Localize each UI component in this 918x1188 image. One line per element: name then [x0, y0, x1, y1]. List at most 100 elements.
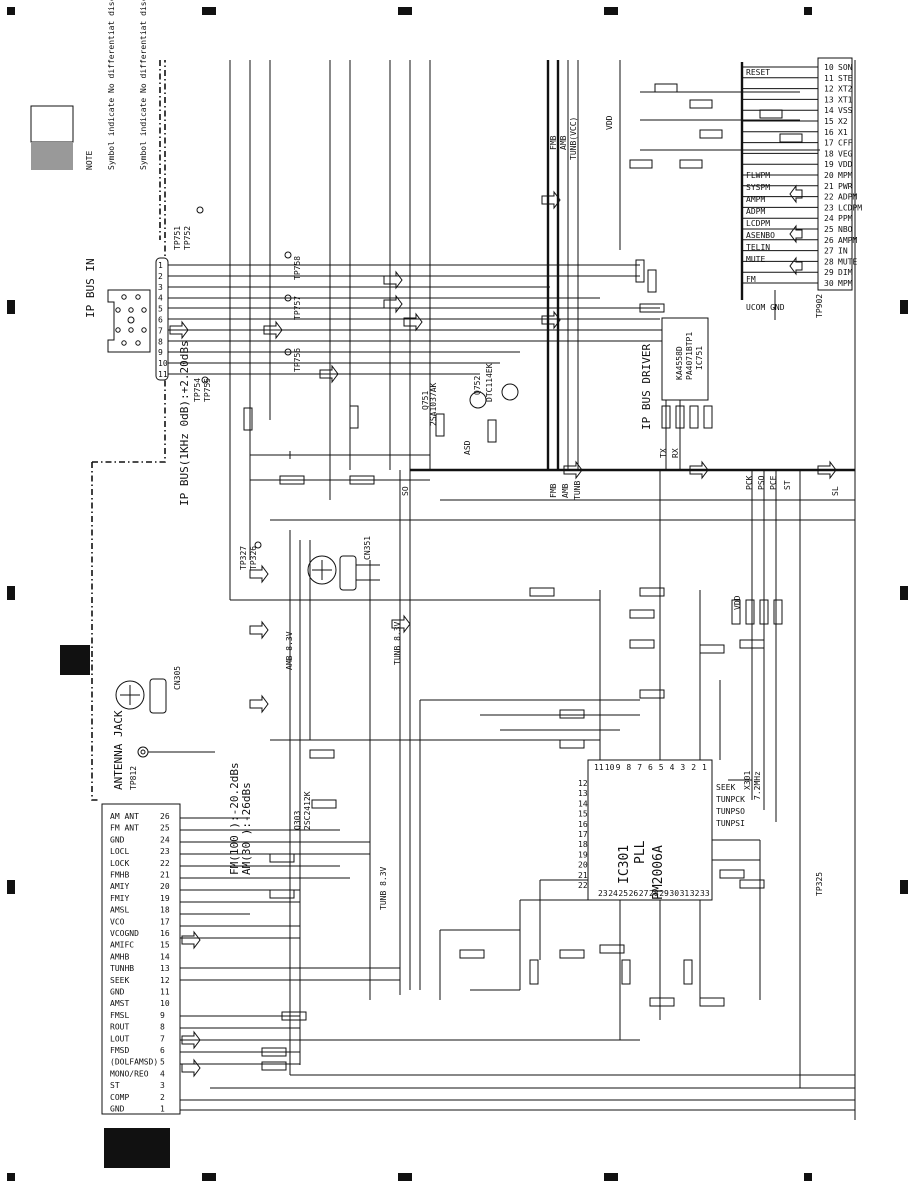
pll-passives — [261, 587, 783, 1071]
bus-label-tunb-lower: TUNB — [573, 481, 582, 500]
bus-label-tx: TX — [659, 448, 668, 458]
registration-mark — [900, 880, 908, 894]
registration-mark — [398, 1173, 412, 1181]
pll-interconnect — [270, 470, 855, 1088]
pll-bottom-pin: 24 — [608, 889, 618, 898]
tuner-pin-name: FM ANT — [110, 824, 139, 833]
tp812-label: TP902 — [815, 294, 824, 318]
tuner-pin-name: MONO/REO — [110, 1069, 149, 1078]
ucom-signal-label: ADPM — [746, 207, 765, 216]
pll-bottom-pin: 32 — [690, 889, 700, 898]
tuner-pin-number: 18 — [160, 906, 170, 915]
registration-mark — [7, 586, 15, 600]
tp755-label: TP755 — [203, 378, 212, 402]
tuner-pin-name: SEEK — [110, 976, 129, 985]
ucom-pin-name: MUTE — [838, 257, 857, 266]
ic751-ref: IC751 — [695, 346, 704, 370]
ucom-pin-number: 12 — [824, 85, 834, 94]
fm-level: FM(100 ):-20.2dBs — [228, 762, 241, 875]
registration-mark — [7, 300, 15, 314]
pll-top-pin: 8 — [626, 763, 631, 772]
ucom-pin-name: X2 — [838, 117, 848, 126]
bus-label-amb-lower: AMB — [561, 483, 570, 498]
ucom-pin-number: 10 — [824, 63, 834, 72]
ucom-signal-label: FLWPM — [746, 171, 770, 180]
registration-mark — [804, 1173, 812, 1181]
tuner-pin-name: AMST — [110, 999, 129, 1008]
flow-arrows — [169, 184, 837, 1078]
bus-label-vdd: VDD — [605, 115, 614, 130]
tp757-label: TP757 — [293, 296, 302, 320]
tuner-pin-number: 2 — [160, 1093, 165, 1102]
ucom-pin-name: MPM — [838, 279, 853, 288]
tuner-pin-name: COMP — [110, 1093, 129, 1102]
pll-bottom-pin: 21 — [578, 871, 588, 880]
pll-bottom-pin: 17 — [578, 830, 588, 839]
tp753-marker — [196, 206, 204, 214]
tuner-pin-number: 12 — [160, 976, 170, 985]
side-tab-dark — [60, 645, 90, 675]
pll-right-signal: TUNPSI — [716, 819, 745, 828]
tp758-marker — [284, 251, 292, 259]
ic751-part-wrap: PA4071BTP1 — [685, 332, 694, 380]
pll-top-pin: 5 — [659, 763, 664, 772]
ip-bus-in-title-wrap: IP BUS IN — [84, 258, 97, 318]
tuner-pin-number: 21 — [160, 871, 170, 880]
registration-mark — [398, 7, 412, 15]
tunb-voltage-lower: TUNB 8.3V — [379, 866, 388, 910]
ic301-pll[interactable] — [587, 759, 713, 901]
pll-top-pin: 4 — [670, 763, 675, 772]
tuner-pin-name: AMHB — [110, 952, 129, 961]
ic751-alt-wrap: KA4558D — [675, 346, 684, 380]
ucom-pin-name: VDD — [838, 160, 853, 169]
ucom-pin-name: NBO — [838, 225, 853, 234]
pll-bottom-pin: 15 — [578, 810, 588, 819]
pll-bottom-pin: 18 — [578, 840, 588, 849]
registration-mark — [202, 1173, 216, 1181]
tuner-pin-number: 8 — [160, 1023, 165, 1032]
tuner-pin-number: 20 — [160, 882, 170, 891]
tuner-pin-name: LOCK — [110, 859, 129, 868]
tuner-connection-lines — [180, 817, 855, 1111]
tuner-pin-number: 1 — [160, 1105, 165, 1114]
bus-label-pce: PCE — [769, 475, 778, 490]
pll-bottom-pin: 23 — [598, 889, 608, 898]
ucom-pin-number: 30 — [824, 279, 834, 288]
pll-bottom-pin: 22 — [578, 881, 588, 890]
tp902-label: TP812 — [129, 766, 138, 790]
pll-bottom-pin: 29 — [659, 889, 669, 898]
tuner-pin-name: TUNHB — [110, 964, 134, 973]
ip-bus-signal-lines — [168, 264, 680, 375]
tuner-connector — [101, 803, 181, 1115]
pll-top-pin: 10 — [605, 763, 615, 772]
bus-label-pso: PSO — [757, 475, 766, 490]
pll-top-pin: 9 — [616, 763, 621, 772]
pll-bottom-pin: 26 — [629, 889, 639, 898]
pll-ref: IC301 — [617, 845, 632, 884]
ip-bus-connector[interactable] — [107, 289, 151, 353]
pll-bottom-pin: 13 — [578, 789, 588, 798]
ucom-pin-name: MPM — [838, 171, 853, 180]
ucom-connector — [817, 57, 853, 291]
q751-label: Q751 — [421, 391, 430, 410]
oscillator-network — [629, 83, 820, 169]
tuner-pin-name: AMIY — [110, 882, 129, 891]
bus-label-group: FMB AMB TUNB(VCC) VDD FMB AMB TUNB SO SL… — [401, 115, 840, 500]
crystal-freq: 7.2MHz — [753, 771, 762, 800]
ucom-pin-name: AMPM — [838, 236, 857, 245]
registration-mark — [604, 1173, 618, 1181]
ucom-pin-number: 16 — [824, 128, 834, 137]
ic751-body[interactable] — [661, 317, 709, 401]
ucom-pin-name: SON — [838, 63, 853, 72]
ip-bus-pin-number: 6 — [158, 316, 163, 325]
pll-top-pin: 1 — [702, 763, 707, 772]
antenna-title: ANTENNA JACK — [112, 710, 125, 790]
pll-bottom-pin: 25 — [618, 889, 628, 898]
tunb-voltage: TUNB 8.3V — [393, 621, 402, 665]
tuner-pin-name: GND — [110, 988, 125, 997]
ucom-pin-name: STE — [838, 74, 853, 83]
pll-top-pin: 2 — [691, 763, 696, 772]
ucom-pin-name: PWR — [838, 182, 853, 191]
ip-bus-resistor-network — [635, 259, 713, 470]
ucom-pin-number: 28 — [824, 257, 834, 266]
